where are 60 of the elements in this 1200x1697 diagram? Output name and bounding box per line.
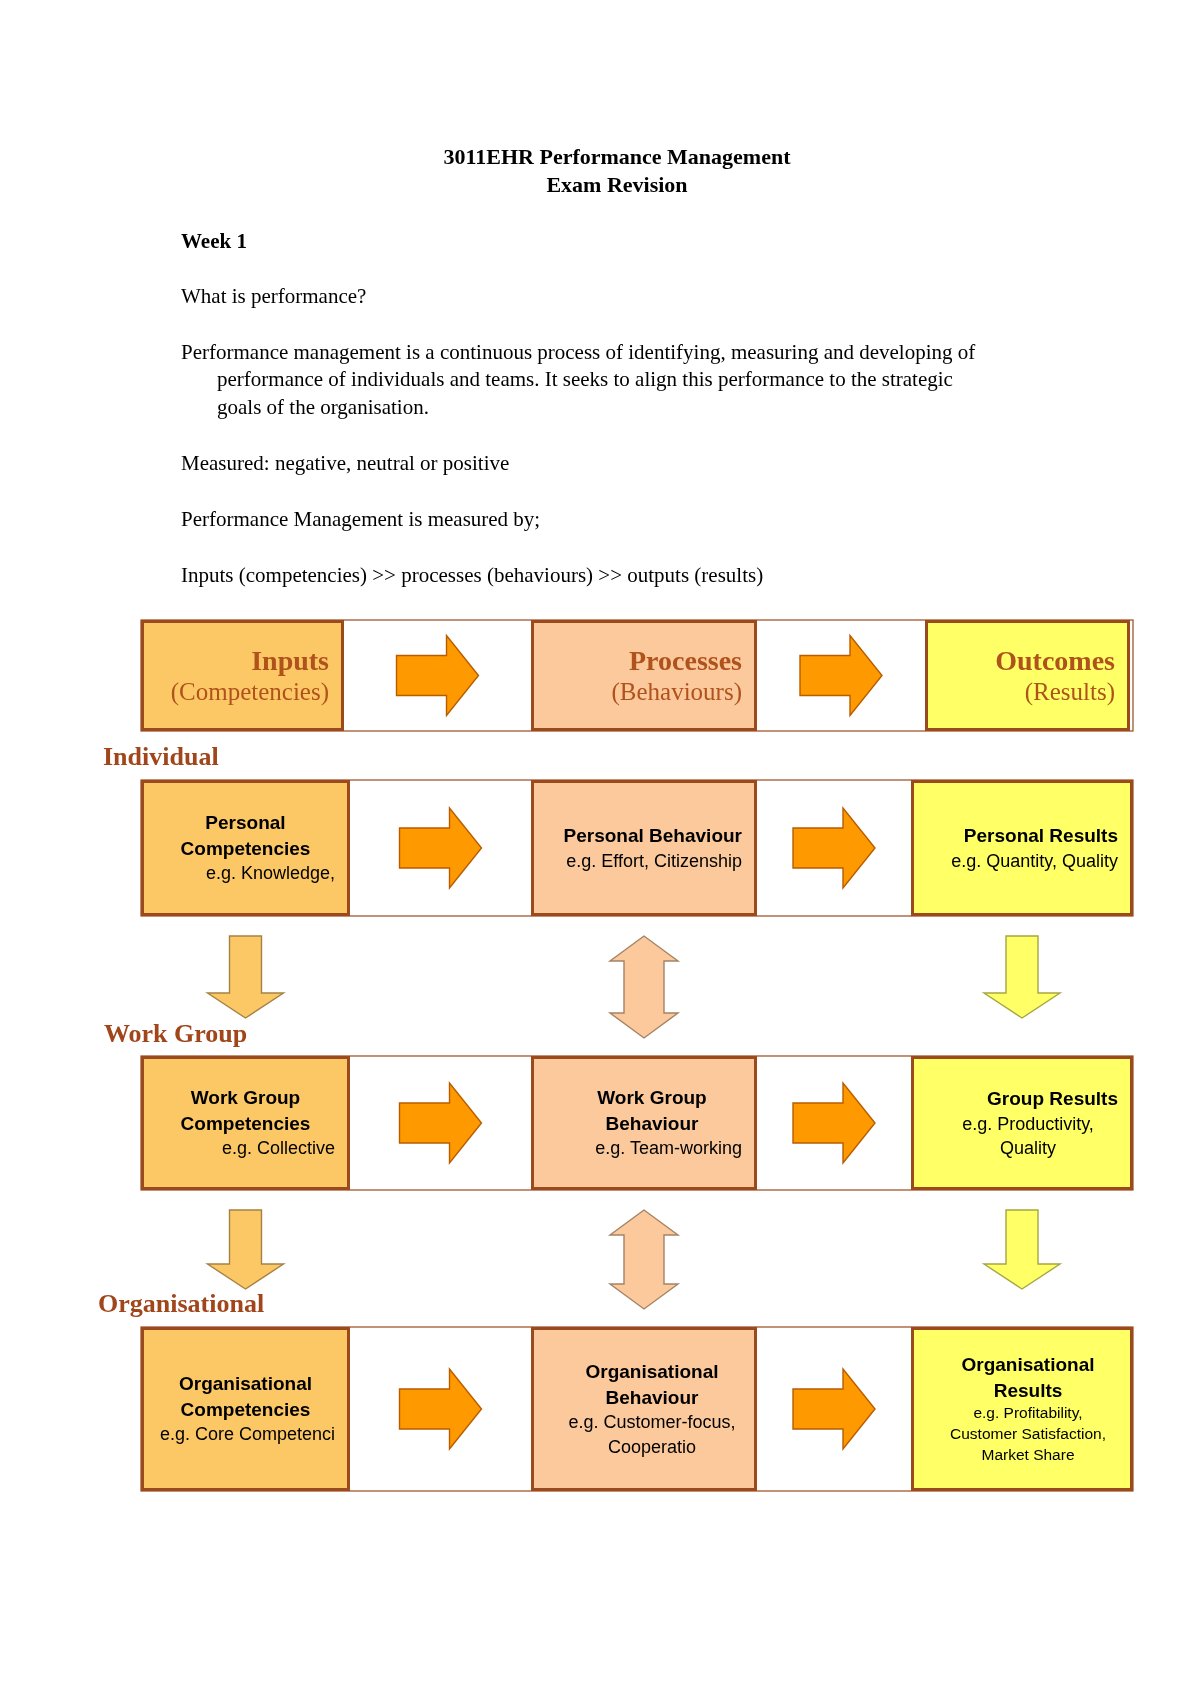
outcome-box xyxy=(911,780,1133,916)
box-text: e.g. Quantity, Quality xyxy=(951,849,1118,873)
box-heading: Personal Behaviour xyxy=(563,824,742,849)
section-heading: Week 1 xyxy=(181,228,248,255)
input-box xyxy=(141,620,344,731)
block-arrow xyxy=(398,1367,483,1451)
input-box xyxy=(141,780,350,916)
box-heading: Personal Results xyxy=(963,824,1118,849)
box-heading: Organisational Competencies xyxy=(178,1372,313,1422)
box-text: e.g. Productivity, Quality xyxy=(961,1112,1095,1160)
outcome-box xyxy=(911,1056,1133,1190)
box-heading: Outcomes xyxy=(995,643,1115,678)
box-text: e.g. Effort, Citizenship xyxy=(566,849,742,873)
block-arrow xyxy=(205,935,286,1019)
row-label: Organisational xyxy=(98,1288,265,1320)
box-heading: Work Group Competencies xyxy=(179,1086,312,1136)
row-label: Work Group xyxy=(104,1018,248,1050)
process-box xyxy=(531,780,757,916)
box-text: (Competencies) xyxy=(170,677,329,708)
block-arrow xyxy=(398,806,483,890)
block-arrow xyxy=(799,633,883,718)
box-text: e.g. Collective xyxy=(221,1137,335,1161)
block-arrow xyxy=(981,935,1063,1019)
block-arrow xyxy=(205,1209,286,1290)
double-block-arrow xyxy=(607,1209,681,1310)
box-heading: Organisational Behaviour xyxy=(584,1360,720,1410)
box-heading: Group Results xyxy=(987,1086,1118,1111)
box-heading: Inputs xyxy=(251,643,329,678)
title: 3011EHR Performance Management Exam Revision xyxy=(442,143,792,198)
block-arrow xyxy=(398,1081,483,1165)
paragraph: Performance management is a continuous process of identifying, measuring and developing of performance of individuals and teams. It seeks to align this performance to the strategic goals of the organisation. xyxy=(181,339,977,421)
box-text: e.g. Profitability, Customer Satisfaction, Market Share xyxy=(949,1403,1107,1466)
process-box xyxy=(531,1327,757,1491)
question-text: What is performance? xyxy=(181,283,368,310)
box-text: e.g. Core Competenci xyxy=(159,1423,335,1447)
box-heading: Work Group Behaviour xyxy=(596,1086,708,1136)
outcome-box xyxy=(925,620,1130,731)
block-arrow xyxy=(792,1081,876,1165)
note-text: Inputs (competencies) >> processes (behaviours) >> outputs (results) xyxy=(181,562,765,589)
note-text: Measured: negative, neutral or positive xyxy=(181,450,511,477)
box-heading: Processes xyxy=(629,643,742,678)
block-arrow xyxy=(792,806,876,890)
input-box xyxy=(141,1327,350,1491)
process-box xyxy=(531,620,757,731)
block-arrow xyxy=(981,1209,1063,1290)
block-arrow xyxy=(792,1367,876,1451)
row-label: Individual xyxy=(103,741,219,773)
box-text: e.g. Knowledge, xyxy=(205,862,335,886)
outcome-box xyxy=(911,1327,1133,1491)
box-text: (Results) xyxy=(1024,677,1115,708)
input-box xyxy=(141,1056,350,1190)
box-text: (Behaviours) xyxy=(611,677,742,708)
box-heading: Personal Competencies xyxy=(179,811,312,861)
double-block-arrow xyxy=(607,935,681,1039)
box-heading: Organisational Results xyxy=(960,1352,1096,1403)
process-box xyxy=(531,1056,757,1190)
block-arrow xyxy=(395,633,480,718)
box-text: e.g. Customer-focus, Cooperatio xyxy=(567,1411,737,1459)
box-text: e.g. Team-working xyxy=(595,1137,742,1161)
note-text: Performance Management is measured by; xyxy=(181,506,542,533)
